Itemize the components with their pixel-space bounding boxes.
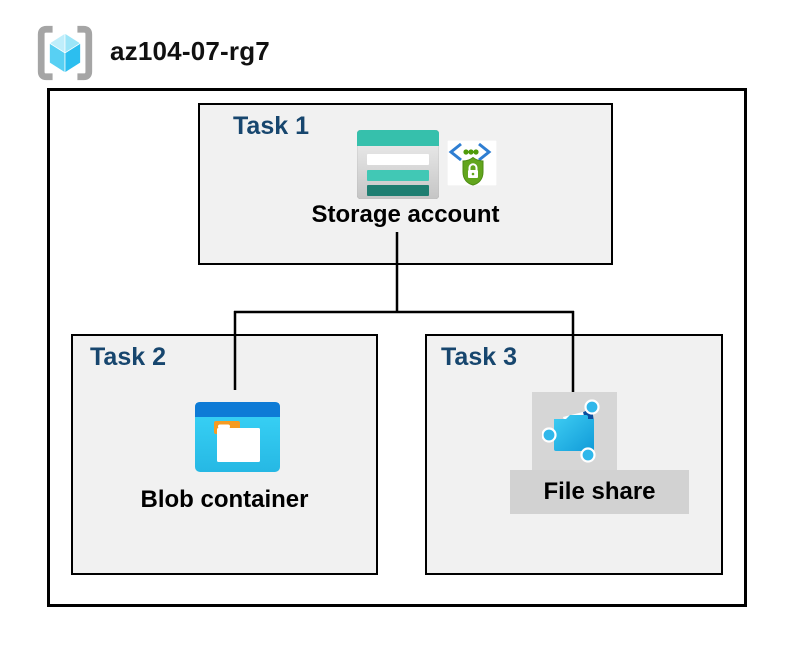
file-share-icon	[541, 399, 606, 468]
task-3-box: Task 3	[425, 334, 723, 575]
blob-container-icon	[195, 402, 280, 477]
task-2-box: Task 2 Blob container	[71, 334, 378, 575]
resource-group-icon	[35, 23, 95, 83]
file-share-selection-band: File share	[510, 470, 689, 514]
file-share-selection-square	[532, 392, 617, 472]
storage-account-label: Storage account	[311, 201, 500, 228]
file-share-label: File share	[543, 478, 656, 505]
task-1-box: Task 1	[198, 103, 613, 265]
task-2-label: Task 2	[90, 343, 166, 371]
task-3-label: Task 3	[441, 343, 517, 371]
blob-container-label: Blob container	[140, 486, 309, 513]
task-1-label: Task 1	[233, 112, 309, 140]
storage-account-icon	[356, 129, 440, 204]
secure-access-icon	[446, 139, 498, 191]
resource-group-name: az104-07-rg7	[110, 36, 270, 66]
